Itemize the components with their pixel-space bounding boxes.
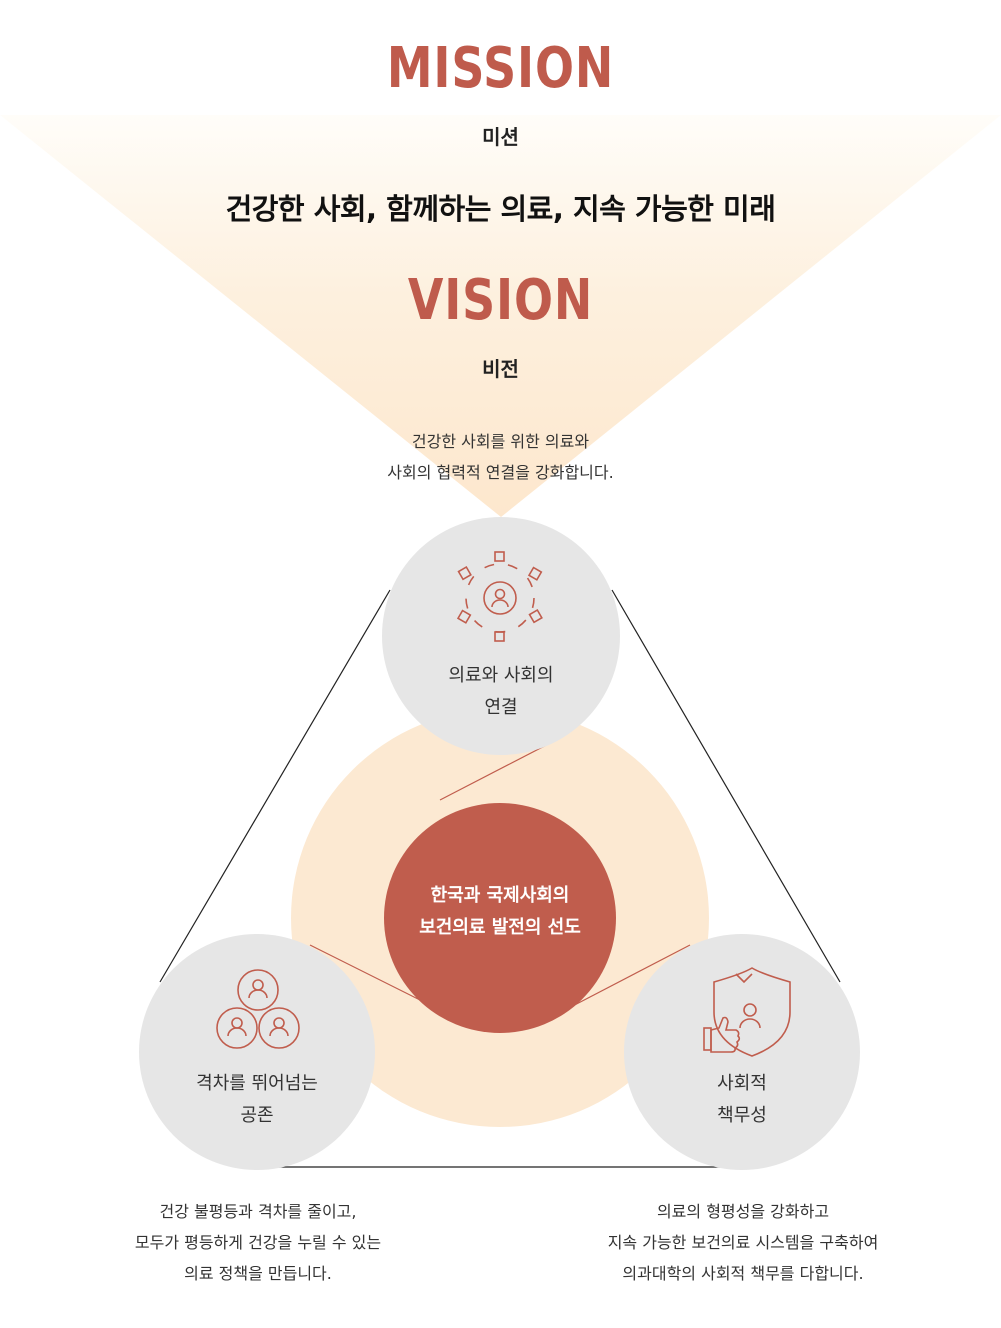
description-line: 의과대학의 사회적 책무를 다합니다. — [622, 1264, 864, 1283]
core-circle: 한국과 국제사회의 보건의료 발전의 선도 — [384, 803, 616, 1033]
vision-description-line: 건강한 사회를 위한 의료와 — [411, 432, 590, 451]
mission-title: MISSION — [386, 36, 615, 101]
slogan: 건강한 사회, 함께하는 의료, 지속 가능한 미래 — [225, 192, 776, 226]
value-label-line: 연결 — [484, 697, 518, 718]
group-people-icon — [216, 969, 300, 1049]
value-label-line: 격차를 뛰어넘는 — [196, 1073, 318, 1094]
vision-title: VISION — [407, 268, 594, 333]
value-label-line: 책무성 — [717, 1105, 767, 1126]
coexistence-description: 건강 불평등과 격차를 줄이고, 모두가 평등하게 건강을 누릴 수 있는 의료… — [60, 1196, 456, 1289]
network-person-icon — [456, 551, 543, 642]
value-label-line: 사회적 — [717, 1073, 767, 1094]
description-line: 건강 불평등과 격차를 줄이고, — [159, 1202, 357, 1221]
connector-left — [309, 944, 431, 1006]
description-line: 의료의 형평성을 강화하고 — [656, 1202, 830, 1221]
value-circle-connection: 의료와 사회의 연결 — [382, 517, 620, 755]
vision-description: 건강한 사회를 위한 의료와 사회의 협력적 연결을 강화합니다. — [0, 426, 1001, 488]
core-label-line: 보건의료 발전의 선도 — [419, 917, 581, 938]
value-label-accountability: 사회적 책무성 — [624, 1068, 860, 1132]
shield-thumbs-up-icon — [703, 967, 791, 1057]
vision-description-line: 사회의 협력적 연결을 강화합니다. — [387, 463, 614, 482]
value-label-line: 공존 — [240, 1105, 274, 1126]
value-label-connection: 의료와 사회의 연결 — [382, 660, 620, 724]
description-line: 모두가 평등하게 건강을 누릴 수 있는 — [134, 1233, 382, 1252]
core-label: 한국과 국제사회의 보건의료 발전의 선도 — [384, 880, 616, 944]
connector-right — [564, 944, 691, 1011]
mission-subtitle: 미션 — [482, 125, 519, 149]
value-circle-accountability: 사회적 책무성 — [624, 934, 860, 1170]
triangle-right-edge — [611, 589, 841, 983]
vision-heading-wrap: VISION — [0, 268, 1001, 333]
mission-heading-wrap: MISSION — [0, 36, 1001, 101]
value-circle-coexistence: 격차를 뛰어넘는 공존 — [139, 934, 375, 1170]
value-label-line: 의료와 사회의 — [448, 665, 554, 686]
accountability-description: 의료의 형평성을 강화하고 지속 가능한 보건의료 시스템을 구축하여 의과대학… — [545, 1196, 941, 1289]
description-line: 지속 가능한 보건의료 시스템을 구축하여 — [607, 1233, 879, 1252]
vision-subtitle: 비전 — [482, 357, 519, 381]
value-label-coexistence: 격차를 뛰어넘는 공존 — [139, 1068, 375, 1132]
description-line: 의료 정책을 만듭니다. — [184, 1264, 332, 1283]
vision-funnel — [0, 115, 1001, 517]
core-label-line: 한국과 국제사회의 — [430, 885, 570, 906]
triangle-left-edge — [159, 589, 391, 983]
